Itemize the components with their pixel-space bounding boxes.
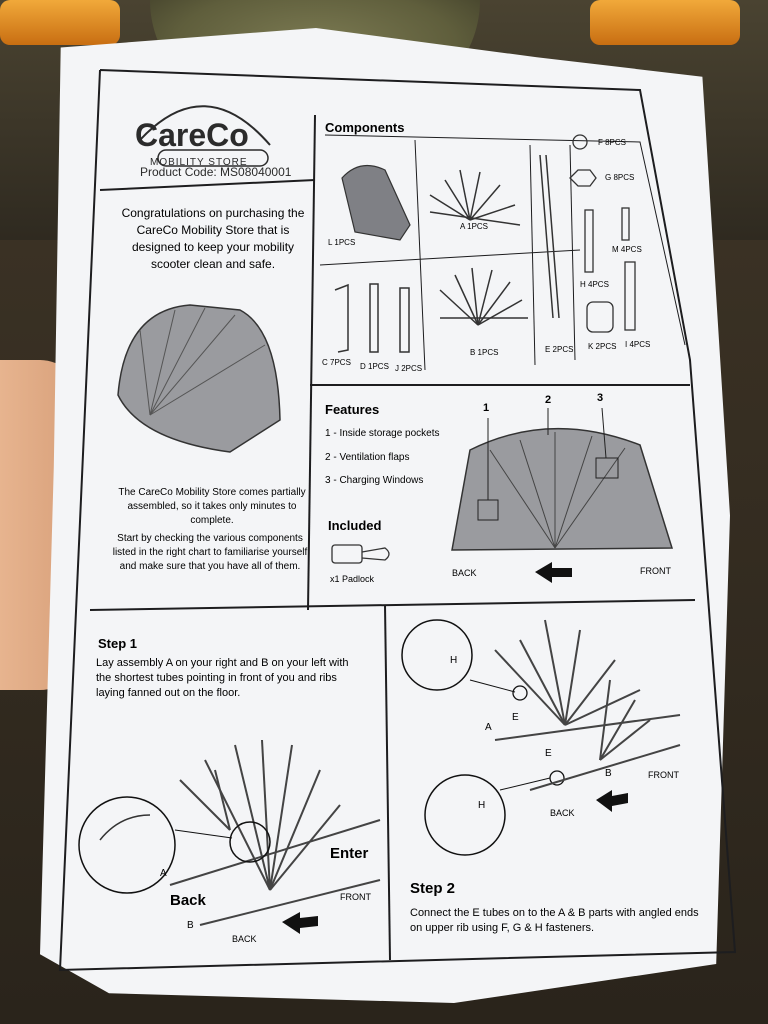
component-label-m: M 4PCS: [612, 245, 642, 254]
component-label-k: K 2PCS: [588, 342, 617, 351]
product-code: Product Code: MS08040001: [140, 165, 292, 179]
component-e-drawing: [539, 154, 560, 319]
step1-assembly-drawing: [169, 739, 381, 926]
brand-subtitle: MOBILITY STORE: [150, 157, 248, 168]
brand-name: CareCo: [135, 117, 249, 153]
step1-detail-marker: [229, 821, 271, 863]
component-c-drawing: [334, 283, 349, 353]
logo-arc: [139, 105, 271, 146]
component-label-a: A 1PCS: [460, 222, 489, 231]
component-label-h: H 4PCS: [580, 280, 609, 289]
features-back-label: BACK: [452, 568, 477, 578]
features-title: Features: [325, 402, 380, 417]
component-a-drawing: [429, 169, 521, 226]
component-k-cap: [586, 301, 614, 333]
step2-back-label: BACK: [550, 808, 575, 818]
back-arrow-step1: [282, 912, 318, 934]
component-f-washer: [572, 134, 588, 150]
step2-h-label-bottom: H: [478, 800, 486, 811]
indicator-lamp-right: [590, 0, 740, 45]
step2-detail-circle-bottom: [424, 774, 506, 856]
back-arrow-step2: [596, 790, 628, 812]
component-h-bolt: [584, 209, 594, 273]
step1-a-label: A: [160, 868, 167, 879]
step2-h-label-top: H: [450, 655, 458, 666]
component-label-b: B 1PCS: [470, 348, 499, 357]
features-store-drawing: [451, 407, 674, 551]
step1-back-small-label: BACK: [232, 934, 257, 944]
step2-a-label: A: [485, 722, 492, 733]
feature-number: 2: [545, 394, 552, 406]
components-title: Components: [325, 120, 405, 135]
included-item: x1 Padlock: [330, 574, 375, 584]
feature-item: 2 - Ventilation flaps: [325, 452, 410, 463]
step1-title: Step 1: [98, 636, 138, 651]
step1-back-label: Back: [170, 892, 206, 909]
step2-title: Step 2: [410, 880, 456, 897]
component-d-drawing: [369, 283, 379, 353]
component-label-f: F 8PCS: [598, 138, 627, 147]
step2-e-label-top: E: [512, 712, 519, 723]
component-label-j: J 2PCS: [395, 364, 423, 373]
component-label-d: D 1PCS: [360, 362, 389, 371]
component-g-nut: [569, 169, 597, 187]
back-arrow-features: [535, 562, 572, 583]
feature-item: 1 - Inside storage pockets: [325, 428, 440, 439]
component-label-c: C 7PCS: [322, 358, 351, 367]
component-label-l: L 1PCS: [328, 238, 356, 247]
feature-number: 1: [483, 402, 490, 414]
included-title: Included: [328, 518, 382, 533]
step1-enter-label: Enter: [330, 845, 369, 862]
intro-text: Congratulations on purchasing the CareCo…: [121, 206, 305, 271]
indicator-lamp-left: [0, 0, 120, 45]
check-note: Start by checking the various components…: [112, 533, 308, 572]
step1-detail-circle: [78, 796, 176, 894]
step1-text: Lay assembly A on your right and B on yo…: [96, 657, 349, 699]
component-label-i: I 4PCS: [625, 340, 651, 349]
feature-number: 3: [597, 392, 604, 404]
step2-assembly-drawing: [494, 619, 681, 791]
features-front-label: FRONT: [640, 566, 671, 576]
step2-front-label: FRONT: [648, 770, 679, 780]
step2-b-label: B: [605, 768, 612, 779]
component-l-drawing: [341, 164, 411, 241]
component-i-pin: [624, 261, 636, 331]
padlock-drawing: [331, 544, 390, 564]
assembly-note: The CareCo Mobility Store comes partiall…: [118, 487, 306, 526]
component-label-e: E 2PCS: [545, 345, 574, 354]
component-b-drawing: [439, 267, 528, 326]
step2-e-label-bottom: E: [545, 748, 552, 759]
step1-b-label: B: [187, 920, 194, 931]
step2-text: Connect the E tubes on to the A & B part…: [410, 907, 699, 934]
component-m-bolt: [621, 207, 630, 241]
mobility-store-drawing: [117, 304, 281, 453]
feature-item: 3 - Charging Windows: [325, 475, 424, 486]
component-j-drawing: [399, 287, 410, 353]
step2-detail-circle-top: [401, 619, 473, 691]
step1-front-label: FRONT: [340, 892, 371, 902]
component-label-g: G 8PCS: [605, 173, 635, 182]
